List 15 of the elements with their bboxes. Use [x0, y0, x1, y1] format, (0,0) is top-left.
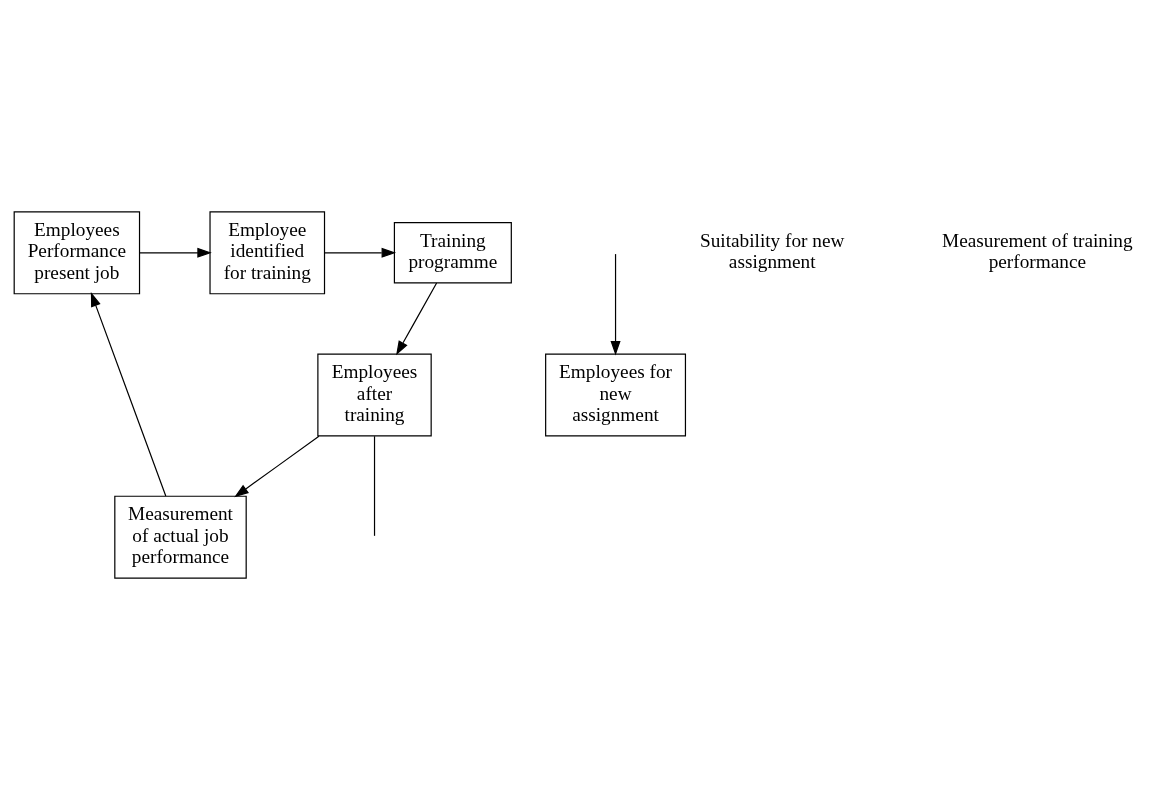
node-box: Measurement of actual job performance — [114, 495, 247, 579]
connector — [373, 435, 376, 537]
arrow — [323, 247, 397, 258]
arrow — [234, 435, 320, 498]
node-box: Training programme — [393, 222, 512, 284]
node-box: Employees for new assignment — [545, 353, 687, 437]
node-box: Employees Performance present job — [13, 211, 141, 295]
arrow — [139, 247, 212, 258]
arrow — [610, 253, 621, 356]
node-box: Employee identified for training — [209, 211, 326, 295]
arrow — [396, 282, 438, 356]
label: Measurement of training performance — [942, 229, 1133, 273]
arrow — [90, 292, 167, 497]
label: Suitability for new assignment — [699, 229, 845, 273]
node-box: Employees after training — [317, 353, 432, 437]
